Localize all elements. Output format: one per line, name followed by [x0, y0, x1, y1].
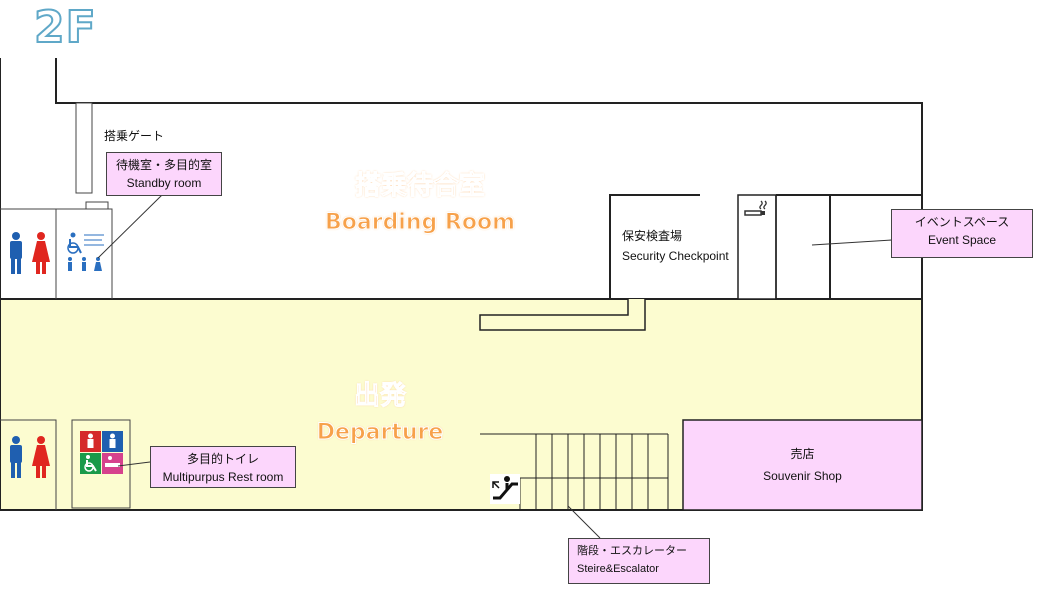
souvenir-shop-label-en: Souvenir Shop	[763, 469, 842, 483]
floor-label: 2F	[33, 1, 97, 54]
stairs-leader	[567, 505, 601, 539]
event-leader	[811, 239, 893, 246]
standby-room-callout-jp: 待機室・多目的室	[115, 158, 212, 172]
boarding-room-title-jp: 搭乗待合室	[354, 171, 485, 202]
male-toilet-icon-lower	[10, 436, 22, 478]
standby-leader	[97, 194, 163, 259]
departure-title-en: Departure	[316, 420, 444, 446]
restroom-wall	[0, 419, 57, 510]
stairs-escalator-callout: 階段・エスカレーター Steire&Escalator	[568, 538, 710, 584]
stairs-escalator-callout-en: Steire&Escalator	[577, 563, 659, 575]
security-checkpoint-label-en: Security Checkpoint	[622, 249, 729, 263]
event-space-callout-en: Event Space	[927, 233, 997, 247]
female-toilet-icon-lower	[32, 436, 50, 478]
boarding-room-title-en: Boarding Room	[324, 210, 516, 236]
restroom-leader	[117, 461, 151, 467]
multipurpose-toilet-icon	[80, 431, 123, 474]
female-toilet-icon	[32, 232, 50, 274]
souvenir-shop-label-jp: 売店	[790, 447, 815, 461]
restroom-callout-en: Multipurpus Rest room	[162, 470, 284, 484]
stairs-escalator-callout-jp: 階段・エスカレーター	[577, 545, 687, 557]
boarding-gate-pillar	[75, 102, 93, 194]
standby-room-wall	[0, 208, 113, 299]
standby-room-callout: 待機室・多目的室 Standby room	[106, 152, 222, 196]
boarding-room-wall	[55, 58, 923, 196]
boarding-gate-label: 搭乗ゲート	[104, 129, 165, 143]
escalator-icon	[490, 474, 520, 504]
standby-room-callout-en: Standby room	[126, 176, 202, 190]
restroom-callout-jp: 多目的トイレ	[186, 452, 259, 466]
male-toilet-icon	[10, 232, 22, 274]
event-space-callout: イベントスペース Event Space	[891, 209, 1033, 258]
smoking-icon	[743, 199, 769, 219]
souvenir-shop-area	[682, 419, 923, 511]
security-checkpoint-wall	[609, 194, 700, 299]
event-space-callout-jp: イベントスペース	[914, 215, 1010, 229]
security-checkpoint-label-jp: 保安検査場	[622, 229, 683, 243]
departure-title-jp: 出発	[353, 381, 406, 412]
accessible-room-icon	[64, 231, 106, 273]
restroom-callout: 多目的トイレ Multipurpus Rest room	[150, 446, 296, 488]
